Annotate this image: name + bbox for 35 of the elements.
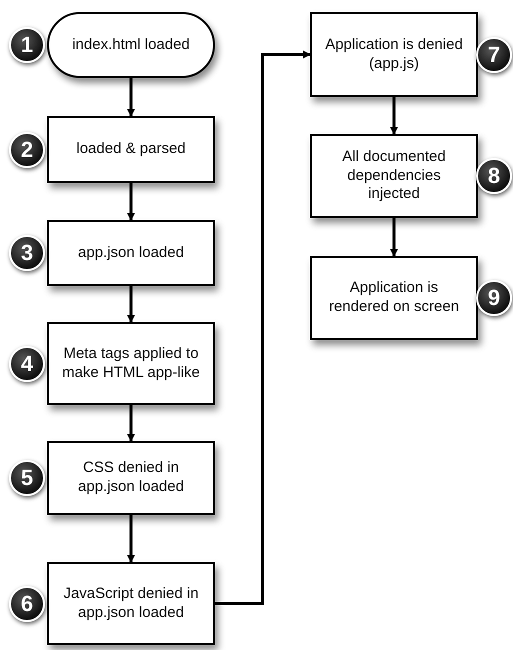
step-text: app.json loaded <box>78 244 184 262</box>
step-number-badge: 5 <box>9 460 45 496</box>
step-number-badge: 3 <box>9 235 45 271</box>
process-box <box>310 134 478 218</box>
step-text: loaded & parsed <box>76 140 186 159</box>
step-number-badge: 9 <box>476 280 512 316</box>
step-text: JavaScript denied in app.json loaded <box>62 584 200 622</box>
arrow <box>127 78 135 117</box>
process-box <box>47 322 215 405</box>
process-box <box>310 256 478 340</box>
step-text: index.html loaded <box>72 36 190 54</box>
step-text: Application is rendered on screen <box>328 279 460 317</box>
process-box <box>310 12 478 97</box>
step-text: Meta tags applied to make HTML app-like <box>61 344 201 382</box>
step-number-badge: 2 <box>9 132 45 168</box>
step-number-badge: 7 <box>476 36 512 72</box>
step-text: Application is denied (app.js) <box>324 36 464 74</box>
arrow <box>215 50 311 605</box>
process-box <box>47 562 215 645</box>
arrow <box>127 405 135 442</box>
process-box <box>47 116 215 183</box>
step-text: CSS denied in app.json loaded <box>77 459 185 497</box>
arrow <box>127 286 135 323</box>
arrow <box>127 515 135 563</box>
arrow <box>390 97 398 135</box>
arrow <box>390 218 398 257</box>
arrow <box>127 183 135 221</box>
step-number-badge: 8 <box>476 158 512 194</box>
process-box <box>47 220 215 286</box>
step-number-badge: 4 <box>9 346 45 382</box>
terminal-box <box>47 12 215 78</box>
step-text: All documented dependencies injected <box>341 148 447 204</box>
process-box <box>47 441 215 515</box>
step-number-badge: 1 <box>9 27 45 63</box>
step-number-badge: 6 <box>9 586 45 622</box>
